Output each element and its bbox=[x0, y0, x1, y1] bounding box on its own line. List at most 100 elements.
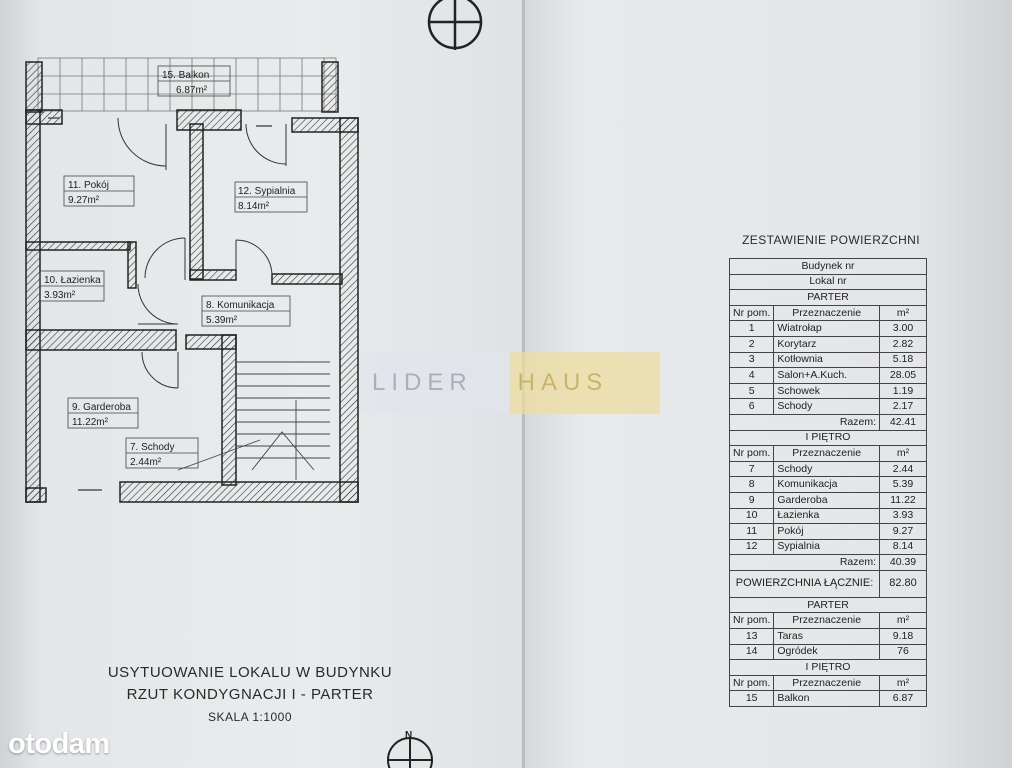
door-swings bbox=[117, 117, 287, 389]
table-cell: 2.44 bbox=[879, 460, 927, 478]
total-value: 40.39 bbox=[879, 554, 927, 571]
table-cell: Balkon bbox=[773, 690, 880, 708]
room-area: 5.39m² bbox=[206, 315, 238, 326]
summary-heading: ZESTAWIENIE POWIERZCHNI bbox=[742, 233, 920, 247]
table-cell: Pokój bbox=[773, 523, 880, 540]
table-cell: Komunikacja bbox=[773, 476, 880, 493]
table-cell: 4 bbox=[728, 367, 775, 384]
room-area: 8.14m² bbox=[238, 201, 270, 212]
watermark: LIDER HAUS bbox=[360, 352, 660, 414]
table-cell: 2.17 bbox=[879, 398, 927, 415]
table-cell: 9.27 bbox=[879, 523, 927, 540]
col-header: Nr pom. bbox=[728, 304, 775, 322]
table-cell: Schody bbox=[773, 460, 880, 478]
room-name: 11. Pokój bbox=[68, 180, 109, 191]
table-cell: 6 bbox=[728, 398, 775, 415]
section-header: I PIĘTRO bbox=[729, 429, 927, 447]
total-value: 42.41 bbox=[879, 413, 927, 431]
table-cell: Łazienka bbox=[773, 507, 880, 525]
table-cell: Ogródek bbox=[773, 643, 880, 661]
col-header: m² bbox=[879, 612, 927, 630]
table-cell: 13 bbox=[728, 628, 775, 645]
table-row: PARTER bbox=[729, 596, 927, 614]
stairs bbox=[177, 361, 330, 480]
table-cell: Schody bbox=[773, 398, 880, 415]
table-cell: 11 bbox=[728, 523, 775, 540]
total-label: Razem: bbox=[729, 413, 880, 431]
table-cell: 11.22 bbox=[879, 491, 927, 509]
room-area: 3.93m² bbox=[44, 290, 76, 301]
col-header: Przeznaczenie bbox=[773, 674, 880, 692]
col-header: m² bbox=[879, 304, 927, 322]
watermark-left: LIDER bbox=[360, 352, 510, 414]
table-cell: 15 bbox=[728, 690, 775, 708]
table-cell: 10 bbox=[728, 507, 775, 525]
room-area: 11.22m² bbox=[72, 417, 109, 428]
total-label: Razem: bbox=[729, 554, 880, 571]
unit-number: Lokal nr bbox=[729, 273, 927, 291]
table-cell: Garderoba bbox=[773, 491, 880, 509]
table-cell: 3.00 bbox=[879, 320, 927, 337]
table-cell: Kotłownia bbox=[773, 351, 880, 369]
table-cell: Sypialnia bbox=[773, 538, 880, 556]
table-cell: Korytarz bbox=[773, 335, 880, 353]
table-row: Razem:42.41 bbox=[729, 413, 927, 431]
table-row: Budynek nr bbox=[729, 258, 927, 275]
table-cell: 2.82 bbox=[879, 335, 927, 353]
table-row: PARTER bbox=[729, 289, 927, 306]
table-cell: Taras bbox=[773, 628, 880, 645]
table-cell: 6.87 bbox=[879, 690, 927, 708]
table-cell: 76 bbox=[879, 643, 927, 661]
room-name: 8. Komunikacja bbox=[206, 300, 275, 311]
table-cell: Schowek bbox=[773, 382, 880, 400]
col-header: Przeznaczenie bbox=[773, 445, 880, 462]
room-area: 6.87m² bbox=[176, 85, 208, 96]
col-header: m² bbox=[879, 445, 927, 462]
building-number: Budynek nr bbox=[729, 258, 927, 275]
title-block: USYTUOWANIE LOKALU W BUDYNKU RZUT KONDYG… bbox=[60, 662, 440, 724]
table-cell: 12 bbox=[728, 538, 775, 556]
room-name: 9. Garderoba bbox=[72, 402, 131, 413]
table-cell: 7 bbox=[728, 460, 775, 478]
title-line-1: USYTUOWANIE LOKALU W BUDYNKU bbox=[107, 664, 393, 681]
title-line-2: RZUT KONDYGNACJI I - PARTER bbox=[126, 686, 374, 703]
grand-total-label: POWIERZCHNIA ŁĄCZNIE: bbox=[729, 569, 880, 598]
room-name: 15. Balkon bbox=[162, 70, 209, 81]
north-label: N bbox=[405, 730, 412, 741]
room-name: 12. Sypialnia bbox=[238, 186, 296, 197]
col-header: Przeznaczenie bbox=[773, 612, 880, 630]
table-cell: 9 bbox=[728, 491, 775, 509]
table-cell: 5.18 bbox=[879, 351, 927, 369]
table-cell: Wiatrołap bbox=[773, 320, 880, 337]
north-arrow-icon: N bbox=[387, 730, 433, 768]
table-row: Lokal nr bbox=[729, 273, 927, 291]
table-cell: 8 bbox=[728, 476, 775, 493]
table-cell: 3.93 bbox=[879, 507, 927, 525]
brand-logo: otodam bbox=[8, 728, 110, 760]
table-cell: 8.14 bbox=[879, 538, 927, 556]
table-cell: 2 bbox=[728, 335, 775, 353]
table-cell: 28.05 bbox=[879, 367, 927, 384]
window-marks bbox=[48, 117, 272, 491]
table-row: POWIERZCHNIA ŁĄCZNIE:82.80 bbox=[729, 569, 927, 598]
walls bbox=[25, 61, 359, 503]
table-cell: 14 bbox=[728, 643, 775, 661]
section-header: PARTER bbox=[729, 596, 927, 614]
table-row: Razem:40.39 bbox=[729, 554, 927, 571]
col-header: Nr pom. bbox=[728, 445, 775, 462]
watermark-right: HAUS bbox=[509, 352, 660, 414]
table-cell: 9.18 bbox=[879, 628, 927, 645]
